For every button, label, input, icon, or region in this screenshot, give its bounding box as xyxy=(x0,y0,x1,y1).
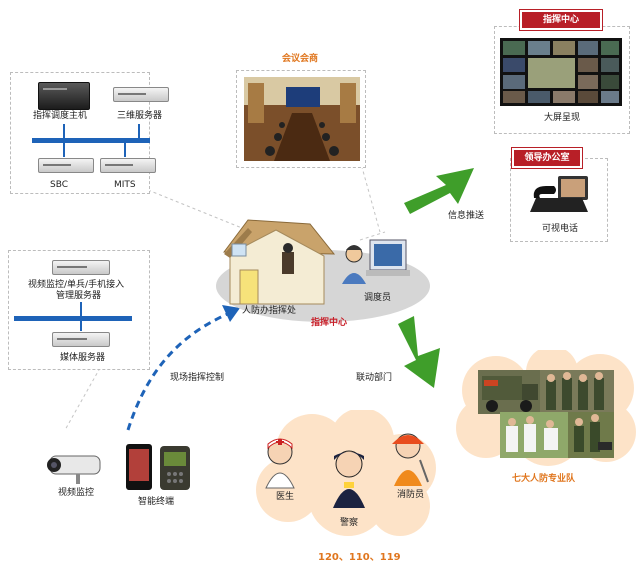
sbc-server xyxy=(38,158,94,173)
field-control-arrow xyxy=(126,310,233,431)
dispatch-host-server xyxy=(38,82,90,110)
access-server-label-1: 视频监控/单兵/手机接入 xyxy=(28,280,125,290)
emergency-numbers: 120、110、119 xyxy=(318,552,401,563)
access-server-label-2: 管理服务器 xyxy=(56,291,102,301)
meeting-title: 会议会商 xyxy=(282,54,319,64)
access-server xyxy=(52,260,110,275)
police-icon xyxy=(333,450,365,508)
firefighter-label: 消防员 xyxy=(397,490,425,500)
smart-terminal-icon xyxy=(126,444,190,490)
civil-defense-label: 人防办指挥处 xyxy=(242,306,297,316)
threed-server xyxy=(113,87,169,102)
truck-photo xyxy=(478,370,542,414)
threed-server-label: 三维服务器 xyxy=(117,111,163,121)
smart-terminal-label: 智能终端 xyxy=(138,497,175,507)
medical-team-photo xyxy=(500,412,568,458)
access-drop-1 xyxy=(80,302,82,316)
bus-drop-3 xyxy=(63,143,65,157)
rescue-photo xyxy=(568,412,614,458)
doctor-label: 医生 xyxy=(276,492,295,502)
media-server xyxy=(52,332,110,347)
media-server-label: 媒体服务器 xyxy=(60,353,106,363)
video-wall-image xyxy=(500,38,622,106)
meeting-room-image xyxy=(244,77,360,161)
house-icon xyxy=(223,219,336,305)
bus-drop-4 xyxy=(124,143,126,157)
access-drop-2 xyxy=(80,321,82,331)
camera-icon xyxy=(47,455,101,484)
info-push-arrow xyxy=(404,168,474,214)
dispatch-host-label: 指挥调度主机 xyxy=(33,111,88,121)
info-push-label: 信息推送 xyxy=(448,211,485,221)
bus-drop-2 xyxy=(138,124,140,138)
mits-label: MITS xyxy=(114,180,136,190)
teams-caption: 七大人防专业队 xyxy=(512,474,576,484)
big-screen-caption: 大屏呈现 xyxy=(544,113,581,123)
field-control-arrowhead xyxy=(222,305,240,322)
field-control-label: 现场指挥控制 xyxy=(170,373,225,383)
linkage-arrow xyxy=(398,316,440,388)
dispatcher-label: 调度员 xyxy=(364,293,392,303)
dispatcher-icon xyxy=(342,239,410,284)
access-panel xyxy=(8,250,150,370)
mits-server xyxy=(100,158,156,173)
police-label: 警察 xyxy=(340,518,359,528)
server-bus xyxy=(32,138,150,143)
bus-drop-1 xyxy=(63,124,65,138)
doctor-icon xyxy=(265,438,295,489)
leader-office-badge: 领导办公室 xyxy=(512,148,582,168)
sbc-label: SBC xyxy=(50,180,69,190)
video-monitor-label: 视频监控 xyxy=(58,488,95,498)
soldiers-photo xyxy=(540,370,614,416)
videophone-icon xyxy=(530,176,588,212)
firefighter-icon xyxy=(392,433,429,486)
command-center-label: 指挥中心 xyxy=(311,318,348,328)
linkage-label: 联动部门 xyxy=(356,373,393,383)
access-bus xyxy=(14,316,132,321)
videophone-caption: 可视电话 xyxy=(542,224,579,234)
command-center-badge: 指挥中心 xyxy=(520,10,602,30)
